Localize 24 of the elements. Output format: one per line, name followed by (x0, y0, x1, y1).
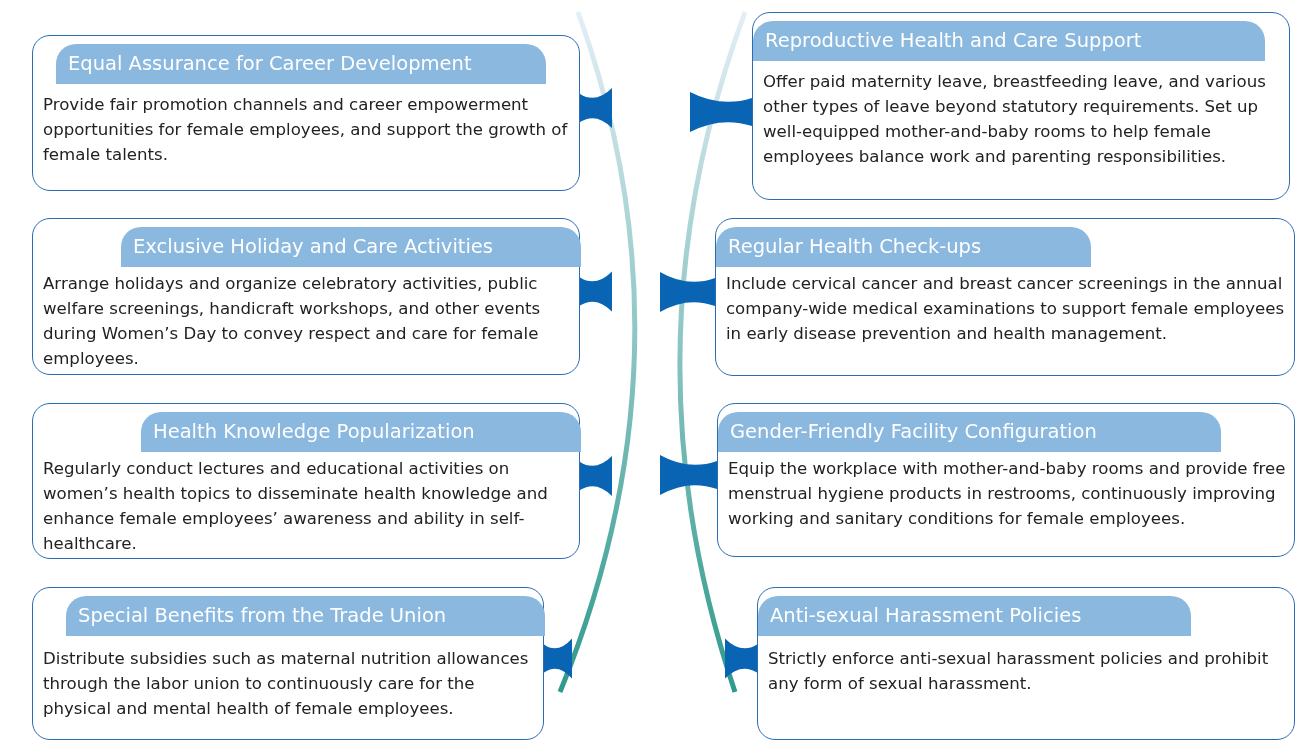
card-description: Equip the workplace with mother-and-baby rooms and provide free menstrual hygiene products in restrooms, continuously improving working and sanitary conditions for female employees. (728, 458, 1286, 530)
info-card (32, 35, 580, 191)
card-description: Arrange holidays and organize celebratory activities, public welfare screenings, handicraft workshops, and other events during Women’s Day to convey respect and care for female employees. (43, 273, 542, 370)
card-description: Strictly enforce anti-sexual harassment policies and prohibit any form of sexual harassment. (768, 648, 1270, 695)
card-description: Offer paid maternity leave, breastfeeding leave, and various other types of leave beyond statutory requirements. Set up well-equipped mother-and-baby rooms to help female employees balance work and parenting responsibilities. (763, 71, 1267, 168)
info-card (715, 218, 1295, 376)
info-card (717, 403, 1295, 557)
card-description: Regularly conduct lectures and educational activities on women’s health topics to disseminate health knowledge and enhance female employees’ awareness and ability in self-healthcare. (43, 458, 549, 555)
card-heading: Anti-sexual Harassment Policies (758, 596, 1191, 636)
card-description: Provide fair promotion channels and career empowerment opportunities for female employees, and support the growth of female talents. (43, 94, 569, 166)
info-card (32, 218, 580, 375)
card-heading: Health Knowledge Popularization (141, 412, 581, 452)
card-heading: Gender-Friendly Facility Configuration (718, 412, 1221, 452)
card-description: Distribute subsidies such as maternal nutrition allowances through the labor union to continuously care for the physical and mental health of female employees. (43, 648, 530, 720)
info-card (32, 587, 544, 740)
card-heading: Special Benefits from the Trade Union (66, 596, 545, 636)
card-heading: Exclusive Holiday and Care Activities (121, 227, 581, 267)
card-heading: Reproductive Health and Care Support (753, 21, 1265, 61)
info-card (752, 12, 1290, 200)
info-card (757, 587, 1295, 740)
card-heading: Equal Assurance for Career Development (56, 44, 546, 84)
card-heading: Regular Health Check-ups (716, 227, 1091, 267)
card-description: Include cervical cancer and breast cancer screenings in the annual company-wide medical examinations to support female employees in early disease prevention and health management. (726, 273, 1286, 345)
info-card (32, 403, 580, 559)
